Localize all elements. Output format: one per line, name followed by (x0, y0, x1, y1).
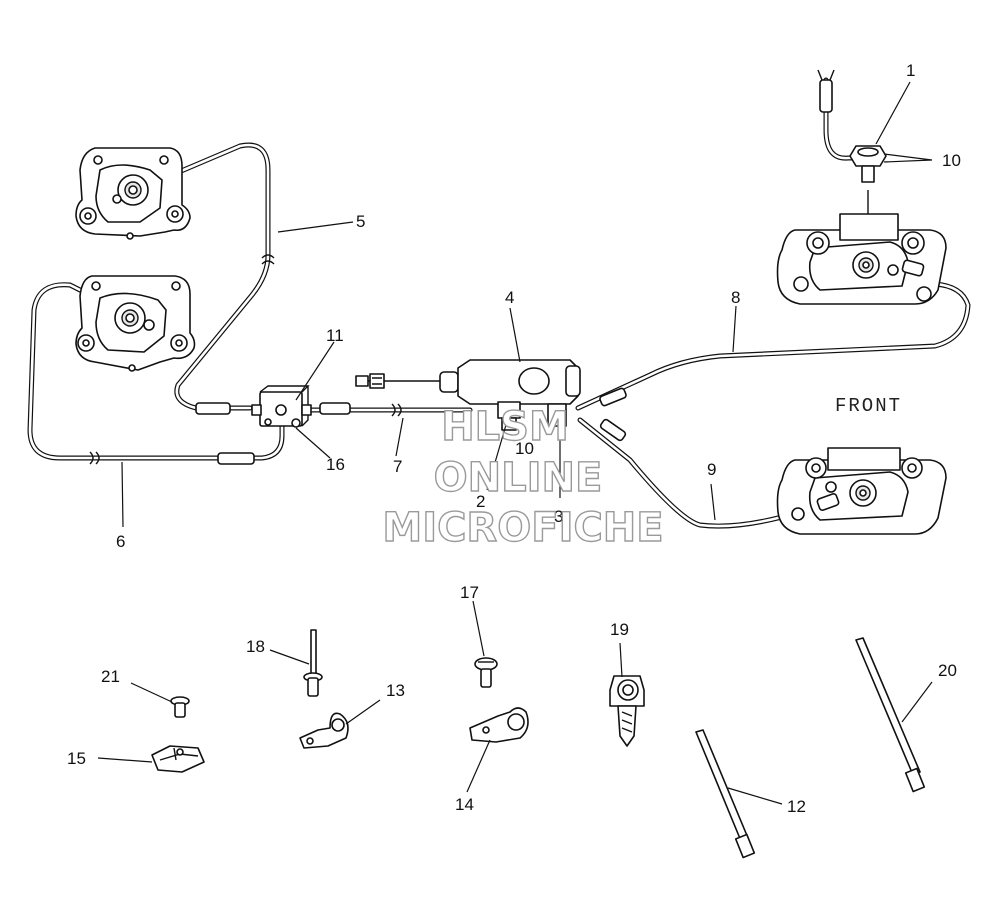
callout-8: 8 (731, 288, 740, 307)
callout-7: 7 (393, 457, 402, 476)
brake-tee-junction (251, 385, 312, 428)
callout-18: 18 (246, 637, 265, 656)
callout-16: 16 (326, 455, 345, 474)
callout-17: 17 (460, 583, 479, 602)
rear-caliper-lower (75, 275, 196, 372)
brake-lines (27, 142, 971, 529)
clip-15 (151, 745, 205, 773)
callout-1: 1 (906, 61, 915, 80)
watermark-line-2: ONLINE (434, 455, 603, 501)
callout-12: 12 (787, 797, 806, 816)
screw-17 (474, 657, 498, 688)
watermark-line-3: MICROFICHE (382, 505, 663, 551)
rear-caliper-upper (75, 147, 191, 240)
callout-14: 14 (455, 795, 474, 814)
clip-19 (609, 675, 645, 747)
watermark: HLSM ONLINE MICROFICHE (382, 403, 665, 551)
p-clamp-14 (469, 707, 529, 743)
callout-10-lower: 10 (515, 439, 534, 458)
callout-2: 2 (476, 492, 485, 511)
callout-13: 13 (386, 681, 405, 700)
callout-15: 15 (67, 749, 86, 768)
screw-21 (170, 696, 190, 718)
bleeder-fitting (817, 69, 887, 214)
master-cylinder (355, 359, 581, 431)
front-caliper-lower (776, 447, 947, 535)
callout-10-upper: 10 (942, 151, 961, 170)
callout-11: 11 (326, 326, 344, 345)
watermark-line-1: HLSM (441, 404, 569, 450)
front-orientation-label: FRONT (835, 395, 902, 417)
cable-tie-20 (855, 637, 926, 793)
cable-tie-12 (695, 729, 756, 859)
leader-lines (97, 81, 933, 805)
callout-19: 19 (610, 620, 629, 639)
callout-labels: 1 10 5 4 8 11 16 7 6 10 2 3 9 20 12 18 1… (67, 61, 961, 816)
callout-6: 6 (116, 532, 125, 551)
callout-9: 9 (707, 460, 716, 479)
front-caliper-upper (776, 213, 947, 305)
p-clamp-13 (299, 712, 349, 749)
callout-21: 21 (101, 667, 120, 686)
callout-4: 4 (505, 288, 514, 307)
callout-3: 3 (554, 507, 563, 526)
callout-5: 5 (356, 212, 365, 231)
rivet-18 (303, 629, 323, 697)
callout-20: 20 (938, 661, 957, 680)
